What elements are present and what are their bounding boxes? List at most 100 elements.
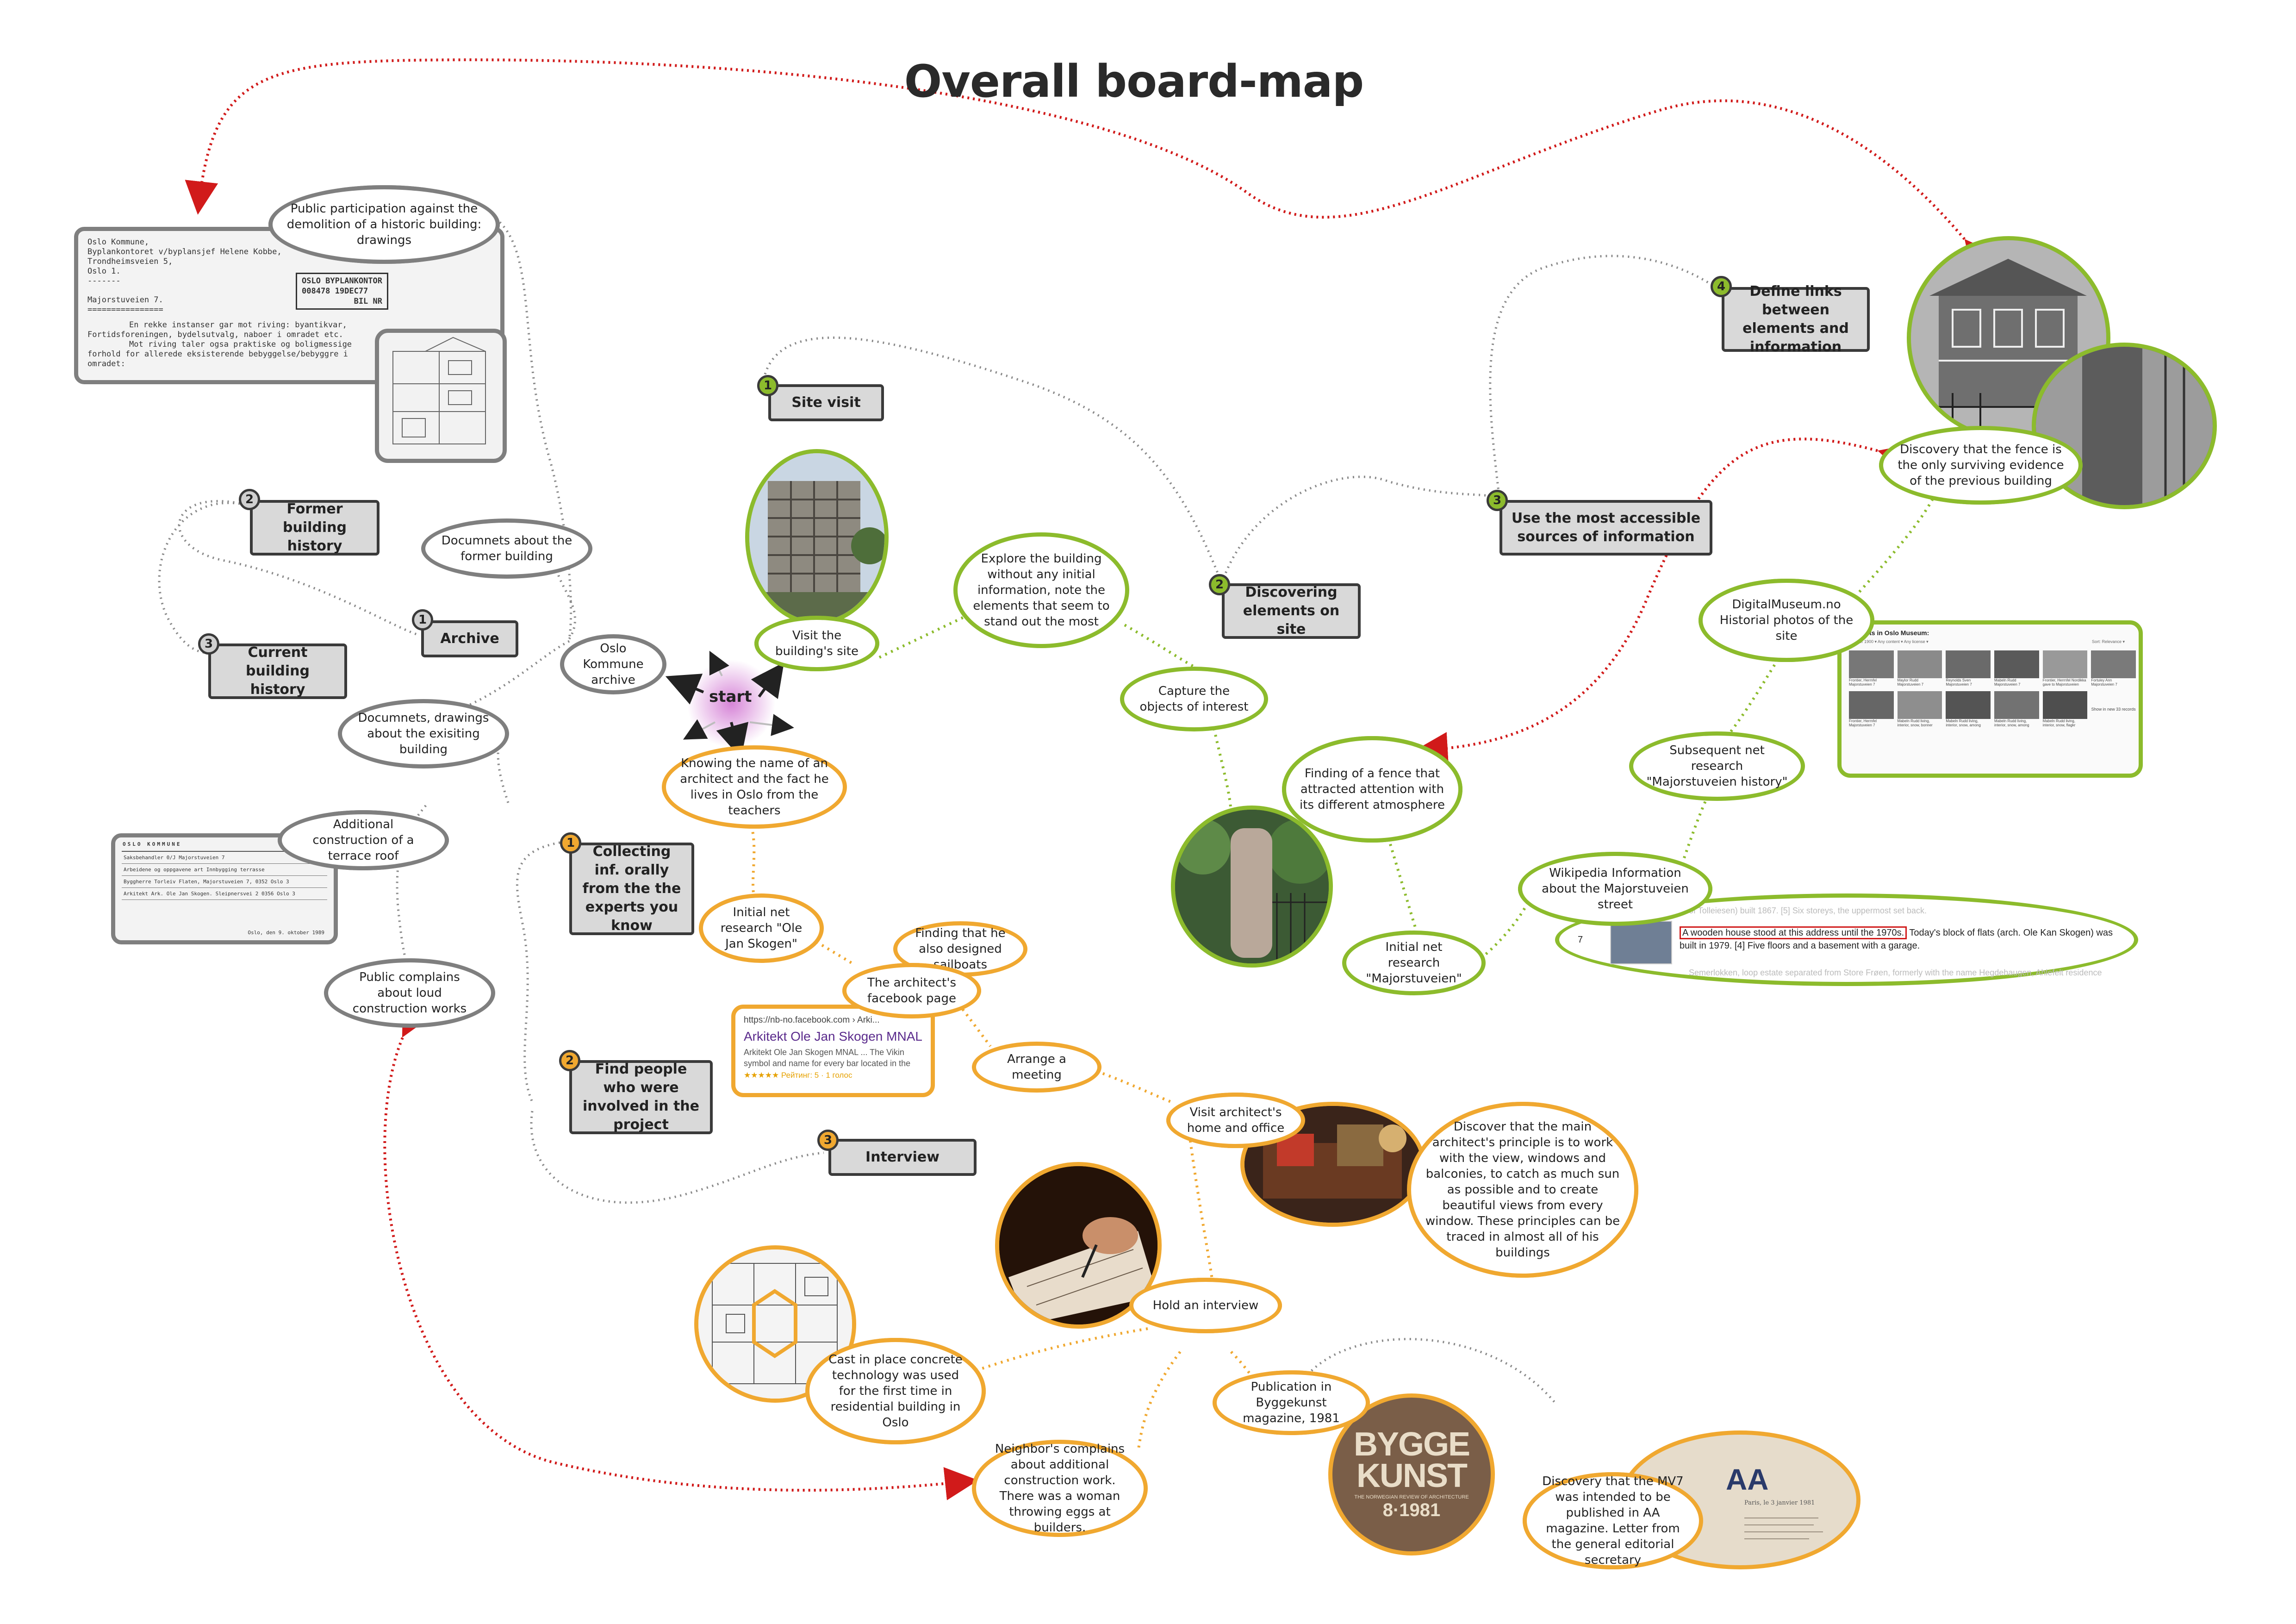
wiki-faded-bottom: Semerlokken, loop estate separated from … [1689,968,2102,977]
bubble-digitalmuseum-overlay: DigitalMuseum.no Historial photos of the… [1699,579,1874,662]
dm-item[interactable]: Mabeln Rudd living, interior, snow, amon… [1994,691,2039,727]
bubble-terrace-roof-overlay: Additional construction of a terrace roo… [278,810,449,870]
stamp-line: BIL NR [354,297,382,306]
aa-date: Paris, le 3 janvier 1981 [1744,1499,1815,1506]
dm-item[interactable]: Mabeln Rudd living, interior, snow, bonn… [1897,691,1942,727]
bubble-discovery-aa-overlay: Discovery that the MV7 was intended to b… [1523,1472,1703,1569]
step-number: 2 [559,1050,580,1071]
bubble-hold-interview-overlay: Hold an interview [1129,1278,1282,1333]
drawing-hand-photo [995,1162,1162,1329]
dm-item[interactable]: Mabeln Rudd Majorstuveien 7 [1994,650,2039,687]
step-label: Site visit [791,394,861,411]
letter-line: Oslo 1. [87,267,121,276]
letter-line: Trondheimsveien 5, [87,257,173,266]
stone-post-illustration [1175,810,1329,963]
construction-form-document: OSLO KOMMUNE Saksbehandler 0/J Majorstuv… [111,833,338,944]
page-title: Overall board-map [904,56,1364,107]
wiki-thumbnail [1610,921,1672,964]
link-complains [383,1000,978,1500]
step-label: Interview [865,1149,940,1165]
step-archive[interactable]: Archive [421,620,518,657]
letter-line: Byplankontoret v/byplansjef Helene Kobbe… [87,247,282,256]
dm-item[interactable]: Mabeln Rudd living, interior, snow, flag… [2042,691,2088,727]
step-interview[interactable]: Interview [828,1139,977,1176]
magazine-cover: BYGGE KUNST THE NORWEGIAN REVIEW OF ARCH… [1332,1398,1491,1551]
step-number: 2 [239,489,260,510]
step-label: Current building history [246,644,310,698]
form-table: Saksbehandler 0/J Majorstuveien 7 Arbeid… [122,851,327,900]
bubble-initial-net-skogen: Initial net research "Ole Jan Skogen" [699,893,824,963]
dm-item-caption: Mabeln Rudd living, interior, snow, bonn… [1897,719,1933,727]
bubble-explore-building: Explore the building without any initial… [953,532,1129,648]
wiki-row-number: 7 [1578,935,1583,945]
letter-line: Majorstuveien 7. [87,295,163,305]
archive-stamp: OSLO BYPLANKONTOR 008478 19DEC77 BIL NR [296,273,388,310]
letter-line: Oslo Kommune, [87,237,149,247]
form-row: Arbeidene og oppgavene art Innbygging te… [122,864,327,876]
step-define-links[interactable]: Define links between elements and inform… [1722,283,1870,355]
dm-item[interactable]: Frontier, Herrnfel Majorstuveien 7 [1849,691,1894,727]
letter-line: forhold for allerede eksisterende bebygg… [87,350,348,359]
wikipedia-card: of Tolleiesen) built 1867. [5] Six store… [1555,893,2138,986]
fb-snippet: Arkitekt Ole Jan Skogen MNAL ... The Vik… [744,1048,911,1068]
wiki-faded-top: of Tolleiesen) built 1867. [5] Six store… [1689,906,1927,915]
step-label: Use the most accessible sources of infor… [1511,510,1701,545]
dm-item[interactable]: Frontier, Herrnfel Nordikka gave to Majo… [2042,650,2088,687]
stamp-line: 008478 19DEC77 [302,287,368,296]
step-label: Find people who were involved in the pro… [582,1061,700,1133]
step-number: 4 [1711,276,1732,297]
form-row: Arkitekt Ark. Ole Jan Skogen. Sleipnersv… [122,888,327,900]
step-label: Discovering elements on site [1243,584,1340,637]
step-number: 1 [757,375,778,396]
office-illustration [1244,1106,1421,1223]
bubble-neighbor-complains: Neighbor's complains about additional co… [972,1440,1148,1537]
magazine-line1: BYGGE [1353,1425,1470,1463]
stamp-line: OSLO BYPLANKONTOR [302,276,382,286]
step-current-history[interactable]: Current building history [208,643,347,699]
building-illustration [749,453,884,621]
step-label: Archive [440,631,499,647]
dm-item[interactable]: Frontier, Herrnfel Majorstuveien 7 [1849,650,1894,687]
link-fence-discovery [1414,437,1915,766]
dm-filters: Under 1900 ▾ Any content ▾ Any license ▾ [1852,639,1929,644]
bubble-documents-existing: Documnets, drawings about the exisiting … [338,699,509,768]
fb-title[interactable]: Arkitekt Ole Jan Skogen MNAL [744,1029,922,1043]
step-find-people[interactable]: Find people who were involved in the pro… [569,1060,713,1134]
dm-item[interactable]: Mabeln Rudd living, interior, snow, amon… [1946,691,1991,727]
historic-house-illustration [1911,240,2106,436]
step-accessible-sources[interactable]: Use the most accessible sources of infor… [1500,500,1712,556]
dm-item-caption: Maylor Rudd Majorstuveien 7 [1897,678,1924,687]
step-former-history[interactable]: Former building history [250,500,380,556]
letter-line: Fortidsforeningen, bydelsutvalg, naboer … [87,330,343,339]
building-photo [745,449,889,625]
step-collecting-inf[interactable]: Collecting inf. orally from the the expe… [569,843,694,935]
form-row: Byggherre Torleiv Flaten, Majorstuveien … [122,876,327,888]
magazine-line2: KUNST [1356,1457,1468,1494]
dm-item-caption: Mabeln Rudd Majorstuveien 7 [1994,678,2021,687]
step-number: 1 [560,832,581,854]
wiki-text: Today's block of flats (arch. Ole Kan Sk… [1680,928,2113,951]
bubble-finding-fence-overlay: Finding of a fence that attracted attent… [1282,736,1462,843]
bubble-public-participation-overlay: Public participation against the demolit… [268,185,500,264]
letter-text: Oslo Kommune, Byplankontoret v/byplansje… [87,237,352,369]
start-label: start [709,687,752,706]
link-top-arc [185,58,1999,275]
dm-item[interactable]: Maylor Rudd Majorstuveien 7 [1897,650,1942,687]
step-site-visit[interactable]: Site visit [768,384,884,421]
dm-item[interactable]: Fortuley Ann Majorstuveien 7 [2091,650,2136,687]
facebook-search-card[interactable]: https://nb-no.facebook.com › Arki... Ark… [731,1005,935,1097]
form-header: OSLO KOMMUNE [123,841,182,847]
dm-more[interactable]: Show in new 33 records [2091,707,2136,712]
bubble-facebook-page-overlay: The architect's facebook page [842,963,981,1018]
dm-item-caption: Mabeln Rudd living, interior, snow, amon… [1994,719,2029,727]
form-row: Saksbehandler 0/J Majorstuveien 7 [122,852,327,864]
wiki-highlight: A wooden house stood at this address unt… [1680,926,1907,939]
bubble-knowing-name: Knowing the name of an architect and the… [662,745,847,829]
dm-sort: Sort: Relevance ▾ [2091,639,2125,644]
dm-item-caption: Frontier, Herrnfel Majorstuveien 7 [1849,719,1877,727]
dm-item[interactable]: Reynolds Sven Majorstuveien 7 [1946,650,1991,687]
step-discovering-elements[interactable]: Discovering elements on site [1222,583,1361,639]
bubble-arrange-meeting: Arrange a meeting [972,1042,1101,1093]
